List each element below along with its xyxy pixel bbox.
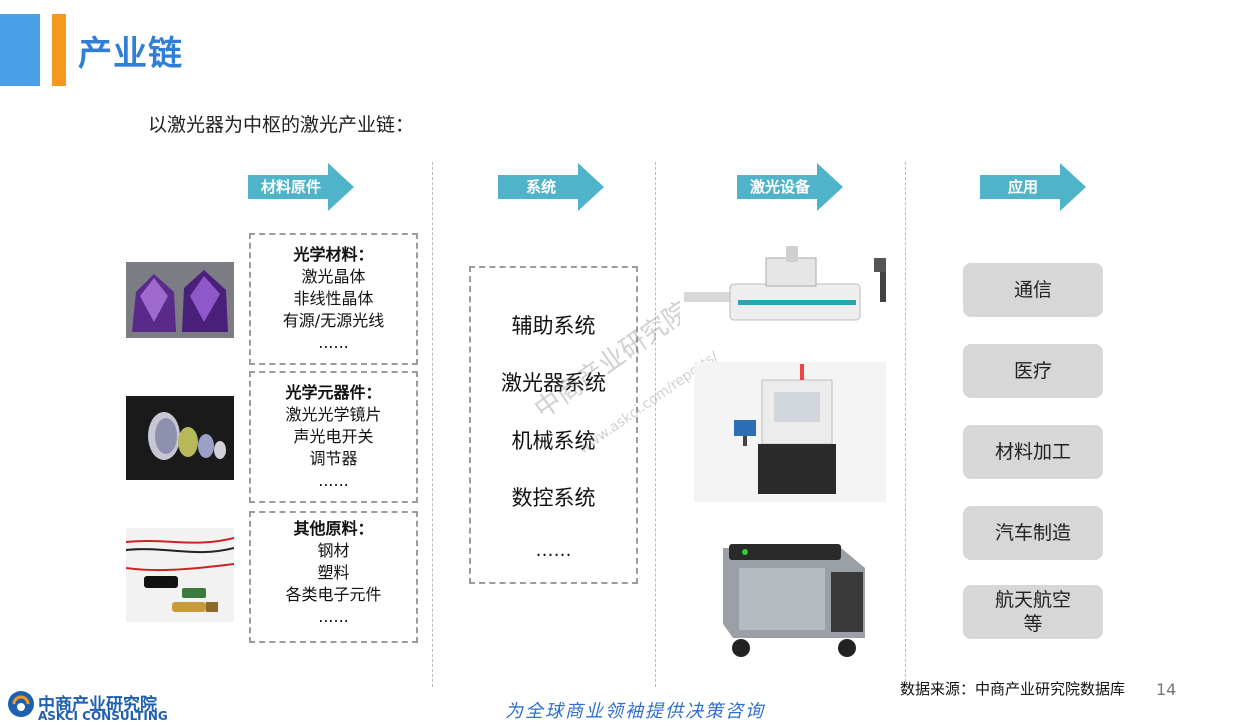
stage-arrow-applications: 应用 [980, 163, 1086, 211]
material-item: 有源/无源光线 [282, 311, 385, 330]
arrow-right-icon [980, 163, 1086, 211]
system-item: 激光器系统 [501, 371, 606, 395]
application-medical: 医疗 [963, 344, 1103, 398]
stage-label: 材料原件 [260, 178, 321, 196]
material-item: ...... [318, 333, 349, 352]
slogan: 为全球商业领袖提供决策咨询 [505, 701, 765, 722]
stage-label: 系统 [525, 178, 556, 196]
stage-arrow-systems: 系统 [498, 163, 604, 211]
material-item: 各类电子元件 [285, 585, 382, 604]
page-title: 产业链 [78, 34, 183, 74]
arrow-right-icon [498, 163, 604, 211]
company-logo-icon [6, 689, 36, 719]
header-accent-bar-blue [0, 14, 40, 86]
optical-lens-image [126, 396, 234, 480]
material-item: 塑料 [317, 563, 350, 582]
material-header: 其他原料： [293, 519, 374, 538]
material-item: 激光晶体 [301, 267, 366, 286]
crystal-image [126, 262, 234, 338]
application-communications: 通信 [963, 263, 1103, 317]
material-item: 非线性晶体 [293, 289, 374, 308]
stage-label: 应用 [1007, 178, 1038, 196]
system-item: 辅助系统 [511, 314, 596, 338]
stage-arrow-materials: 材料原件 [248, 163, 354, 211]
arrow-right-icon [737, 163, 843, 211]
application-material-processing: 材料加工 [963, 425, 1103, 479]
company-logo-text-en: ASKCI CONSULTING [38, 709, 168, 723]
application-automotive: 汽车制造 [963, 506, 1103, 560]
material-item: ...... [318, 471, 349, 490]
material-item: 声光电开关 [293, 427, 374, 446]
material-box-optical-components: 光学元器件： 激光光学镜片 声光电开关 调节器 ...... [249, 371, 418, 503]
data-source: 数据来源：中商产业研究院数据库 [900, 680, 1126, 698]
system-item: 数控系统 [511, 486, 596, 510]
material-item: 激光光学镜片 [285, 405, 382, 424]
stage-arrow-equipment: 激光设备 [737, 163, 843, 211]
arrow-right-icon [248, 163, 354, 211]
material-item: 调节器 [309, 449, 358, 468]
laser-marking-machine-image [694, 362, 886, 502]
header-accent-bar-orange [52, 14, 66, 86]
company-logo-text: 中商产业研究院 [38, 695, 157, 715]
laser-welding-machine-image [713, 528, 875, 664]
material-header: 光学材料： [293, 245, 374, 264]
system-item: …… [535, 540, 572, 561]
system-item: 机械系统 [511, 429, 596, 453]
material-box-optical-materials: 光学材料： 激光晶体 非线性晶体 有源/无源光线 ...... [249, 233, 418, 365]
column-divider [655, 162, 656, 687]
material-item: ...... [318, 607, 349, 626]
stage-label: 激光设备 [749, 178, 810, 196]
application-aerospace: 航天航空 等 [963, 585, 1103, 639]
systems-box: 辅助系统 激光器系统 机械系统 数控系统 …… [469, 266, 638, 584]
laser-module-image [126, 528, 234, 622]
page-subtitle: 以激光器为中枢的激光产业链： [148, 114, 415, 136]
material-box-other-raw: 其他原料： 钢材 塑料 各类电子元件 ...... [249, 511, 418, 643]
page-number: 14 [1156, 680, 1177, 699]
laser-cutting-machine-image [680, 240, 888, 332]
material-item: 钢材 [317, 541, 350, 560]
column-divider [905, 162, 906, 687]
material-header: 光学元器件： [285, 383, 382, 402]
column-divider [432, 162, 433, 687]
